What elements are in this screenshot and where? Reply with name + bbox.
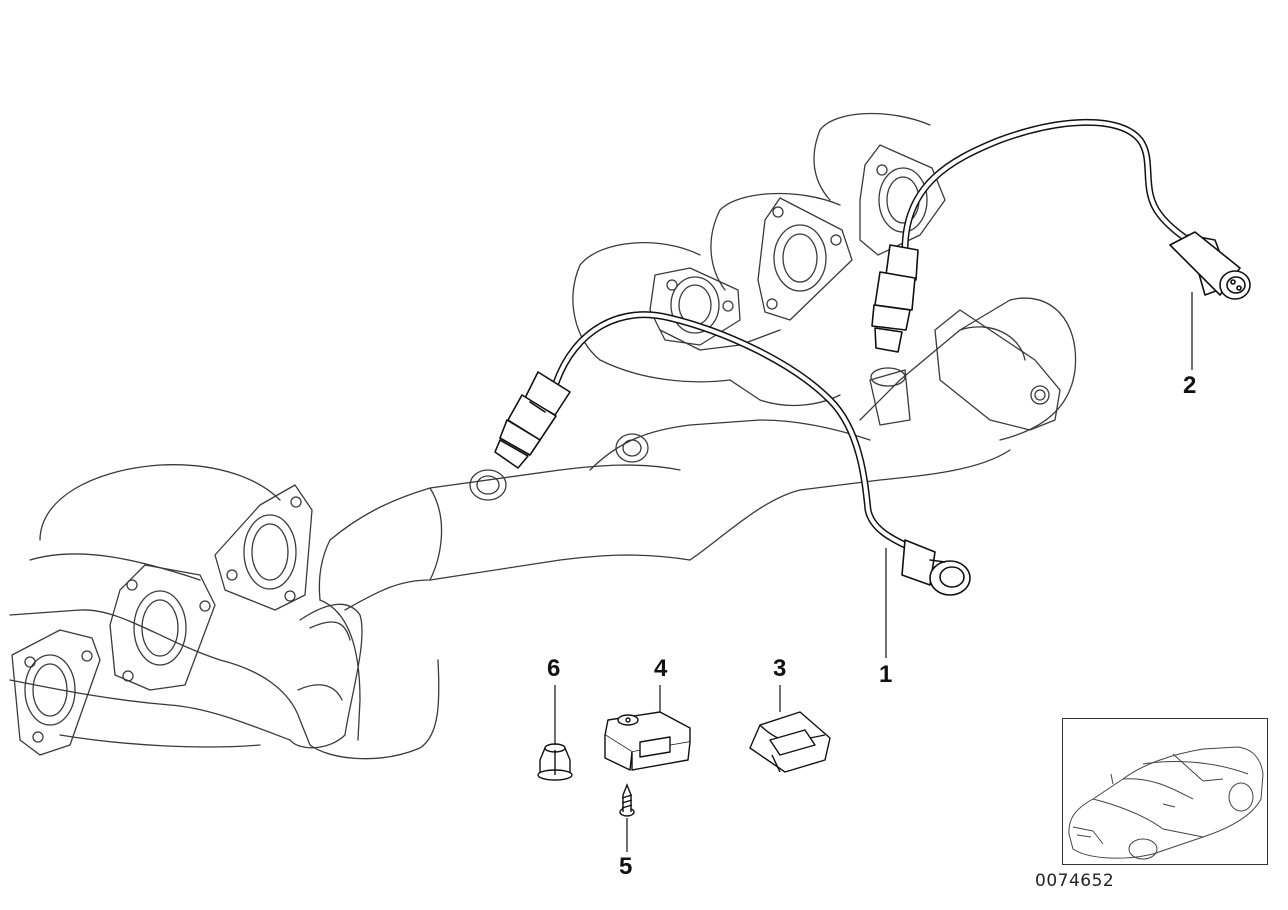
oxygen-sensor-1 bbox=[494, 311, 971, 596]
callout-3: 3 bbox=[773, 655, 787, 682]
front-exhaust-manifold bbox=[9, 464, 691, 760]
callout-6: 6 bbox=[547, 655, 561, 682]
callout-2: 2 bbox=[1183, 372, 1197, 399]
reference-number: 0074652 bbox=[1035, 871, 1115, 891]
oxygen-sensor-2 bbox=[871, 118, 1251, 353]
flange-1 bbox=[11, 629, 101, 756]
callout-4: 4 bbox=[654, 655, 668, 682]
flange-3 bbox=[214, 484, 313, 611]
callout-1: 1 bbox=[879, 661, 893, 688]
bracket-part bbox=[604, 711, 691, 771]
flange-2 bbox=[109, 564, 216, 691]
vehicle-thumbnail bbox=[1062, 718, 1268, 865]
rear-exhaust-manifold bbox=[572, 112, 1077, 561]
screw-part bbox=[619, 783, 635, 817]
flange-b bbox=[757, 197, 853, 321]
nut-part bbox=[537, 743, 573, 781]
callout-5: 5 bbox=[619, 853, 633, 880]
leader-lines bbox=[554, 292, 1193, 852]
car-outline-icon bbox=[1068, 746, 1264, 860]
clip-part bbox=[749, 711, 831, 773]
flange-d bbox=[934, 309, 1061, 431]
